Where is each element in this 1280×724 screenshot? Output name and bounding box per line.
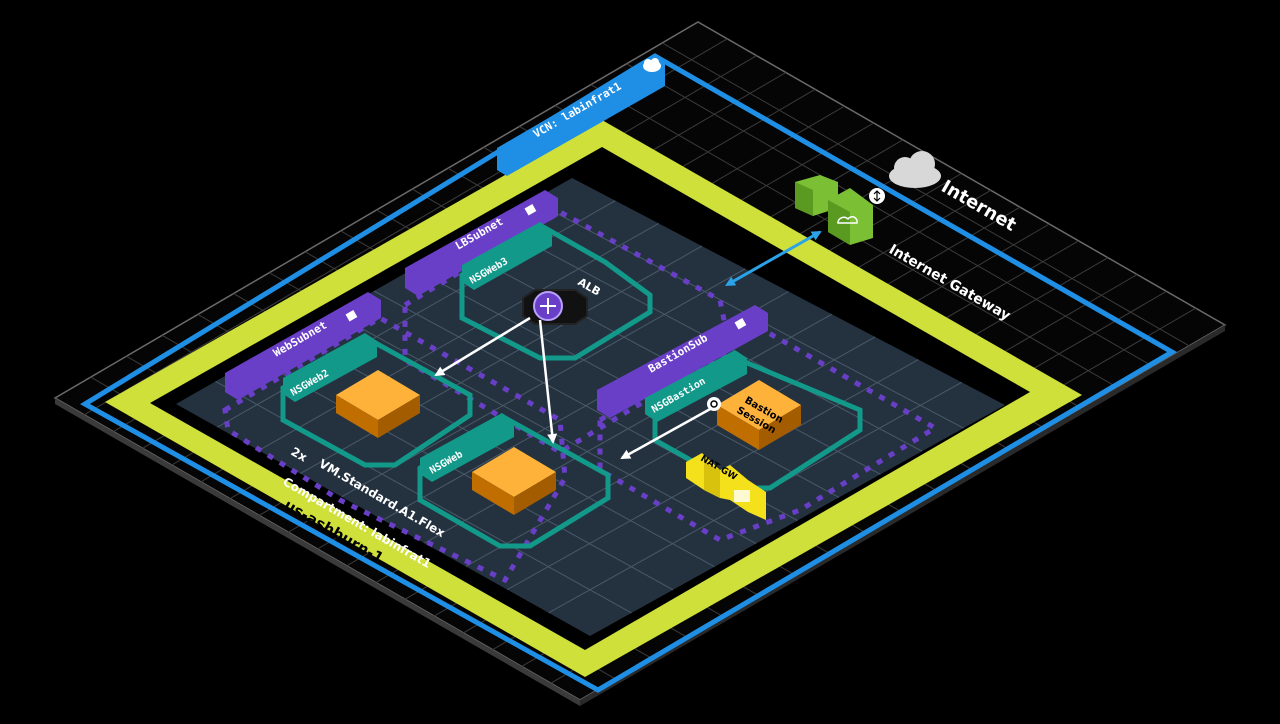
nsg-web2: NSGWeb2 bbox=[283, 333, 377, 402]
grid-line bbox=[424, 313, 833, 544]
clock-icon bbox=[707, 397, 721, 411]
region-floor bbox=[176, 178, 1005, 636]
internet-link bbox=[725, 230, 822, 286]
traffic-arrows bbox=[434, 316, 713, 460]
cloud-icon bbox=[837, 216, 858, 224]
bastion-session: Bastion Session bbox=[707, 380, 801, 450]
compute-instance-1 bbox=[336, 370, 420, 438]
cloud-icon bbox=[643, 58, 661, 72]
grid-line bbox=[662, 42, 1190, 347]
cloud-icon bbox=[889, 151, 941, 188]
compute-instance-2 bbox=[472, 447, 556, 515]
lock-icon bbox=[345, 310, 358, 322]
vcn-boundary bbox=[80, 53, 1177, 693]
nsg-outlines bbox=[280, 225, 863, 549]
lock-icon bbox=[734, 318, 747, 330]
lock-icon bbox=[524, 204, 537, 216]
grid-line bbox=[626, 63, 1154, 368]
